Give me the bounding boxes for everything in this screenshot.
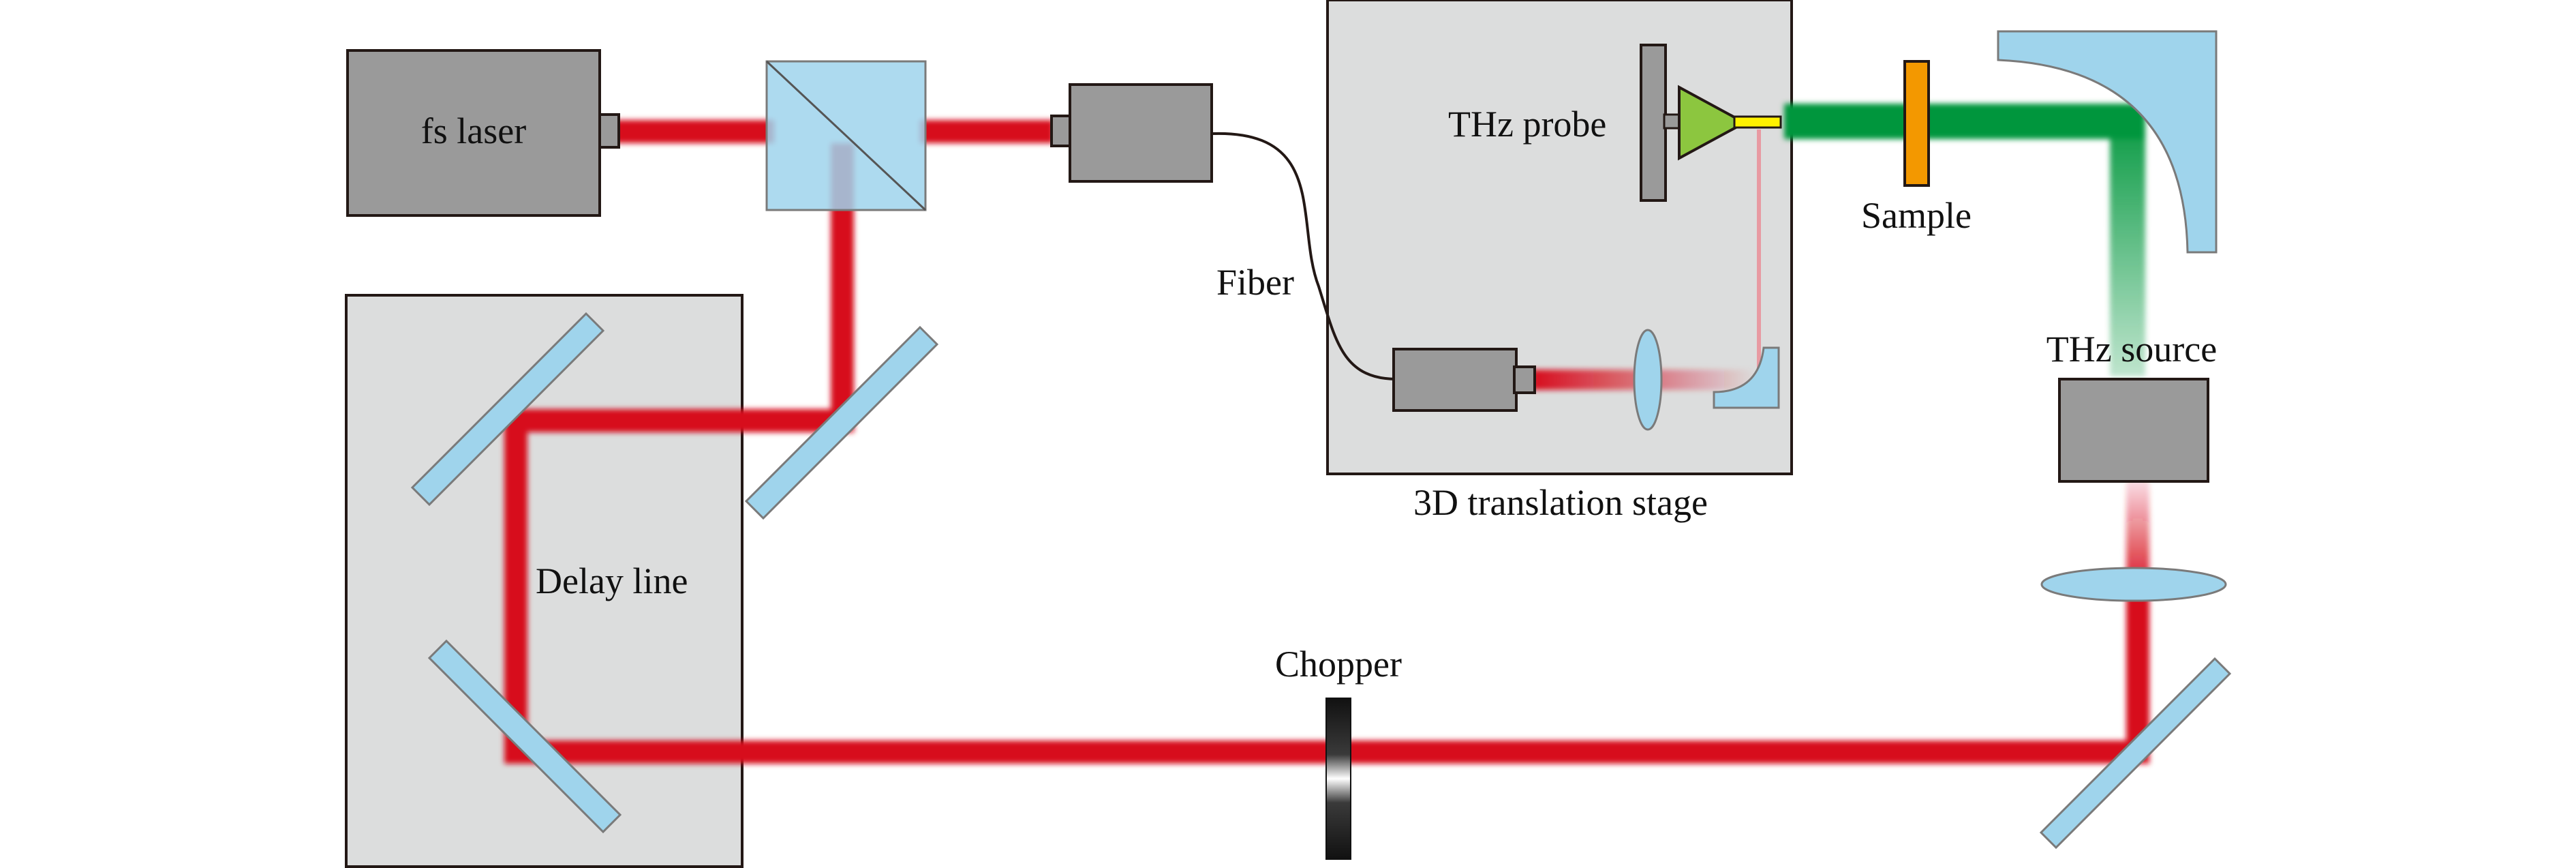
mirror-delay-bottom xyxy=(427,639,622,834)
beam-probe-vertical xyxy=(1757,130,1761,372)
thz-beams xyxy=(1784,104,2145,376)
beam-splitter xyxy=(765,60,927,211)
probe-tip xyxy=(1733,115,1782,129)
mirror-delay-top xyxy=(410,312,605,507)
probe-holder xyxy=(1640,44,1667,202)
chopper-label: Chopper xyxy=(1275,644,1402,685)
beam-laser-to-splitter xyxy=(600,120,774,143)
sample: Sample xyxy=(1861,60,1972,236)
fiber-coupler-top xyxy=(1050,83,1213,183)
thz-source-label: THz source xyxy=(2046,329,2217,370)
fiber-coupler-stage xyxy=(1392,348,1536,412)
laser-beams xyxy=(504,120,2149,764)
translation-stage-label: 3D translation stage xyxy=(1413,482,1708,523)
fs-laser: fs laser xyxy=(346,49,620,217)
fs-laser-label: fs laser xyxy=(421,110,526,151)
thz-probe: THz probe xyxy=(1448,44,1782,202)
sample-label: Sample xyxy=(1861,195,1972,236)
lens-thz-source xyxy=(2040,567,2227,602)
thz-beam-vertical xyxy=(2110,104,2145,376)
probe-connector xyxy=(1663,113,1681,130)
beam-splitter-to-fiber-coupler xyxy=(920,120,1054,143)
parabolic-mirror-small xyxy=(1713,346,1780,409)
mirrors xyxy=(410,312,2232,850)
thz-beam-horizontal xyxy=(1784,104,2145,139)
mirror-upper-middle xyxy=(744,325,939,520)
parabolic-mirror-large xyxy=(1997,30,2218,254)
beam-bottom-long xyxy=(504,740,2140,764)
chopper: Chopper xyxy=(1275,644,1402,860)
lens-stage xyxy=(1633,329,1663,431)
beam-to-delay-top xyxy=(504,409,854,432)
mirror-bottom-right xyxy=(2039,657,2232,850)
fiber-label: Fiber xyxy=(1216,262,1294,303)
thz-probe-label: THz probe xyxy=(1448,104,1606,145)
fiber xyxy=(1211,132,1396,380)
delay-line-label: Delay line xyxy=(536,560,688,601)
beam-up-to-thz-source xyxy=(2126,477,2149,764)
thz-source: THz source xyxy=(2046,329,2217,483)
